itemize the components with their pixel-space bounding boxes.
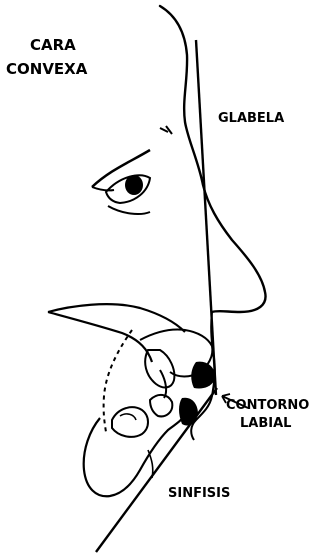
mandible-outline [84, 414, 186, 496]
face-profile-outline [160, 6, 266, 312]
symphysis-tangent-line [96, 388, 217, 552]
label-labial: LABIAL [240, 416, 291, 431]
lower-tooth-inner [120, 414, 136, 420]
brow-mark [160, 126, 172, 134]
label-glabela: GLABELA [218, 111, 284, 126]
eye-icon [92, 150, 150, 214]
title-line-1: CARA [30, 36, 76, 54]
label-sinfisis: SINFISIS [168, 486, 230, 501]
glabela-reference-line [196, 40, 216, 395]
upper-lip-contour [191, 362, 216, 389]
ramus-dashed-curve [104, 330, 132, 432]
title-line-2: CONVEXA [6, 60, 88, 78]
symphysis-inner [148, 450, 153, 478]
label-contorno: CONTORNO [226, 398, 309, 413]
